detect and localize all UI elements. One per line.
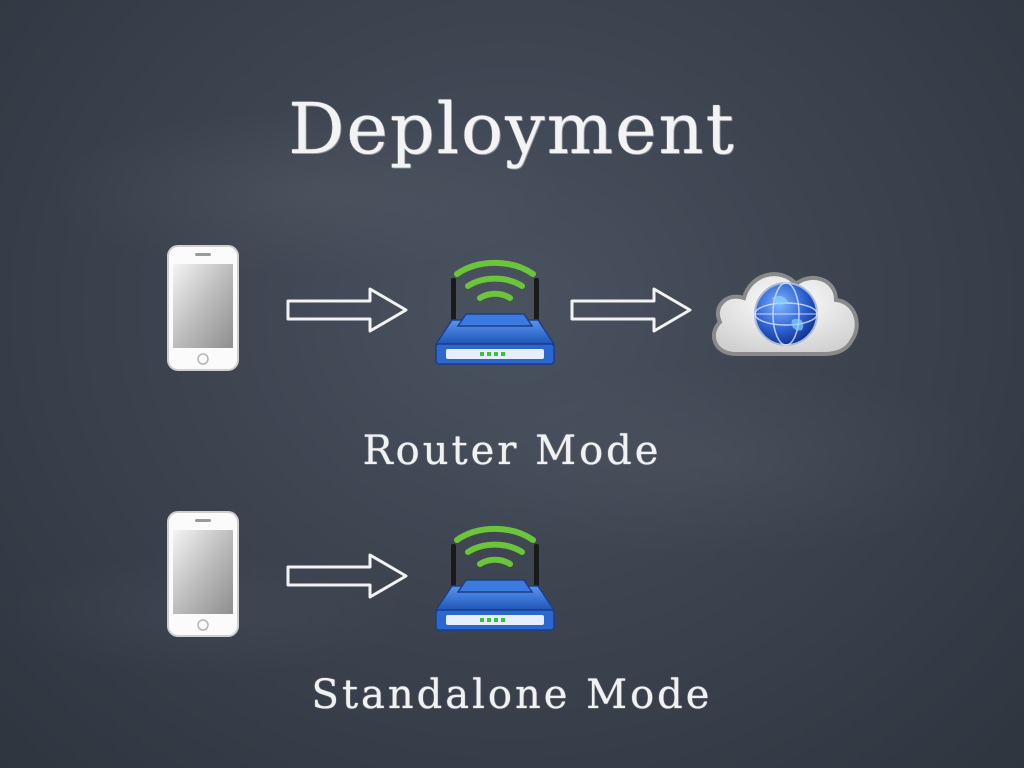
wifi-router-icon	[430, 512, 560, 638]
slide-title: Deployment	[288, 88, 736, 170]
right-arrow-icon	[284, 284, 412, 336]
router-mode-label: Router Mode	[362, 428, 662, 474]
right-arrow-icon	[284, 550, 412, 602]
standalone-mode-label: Standalone Mode	[311, 672, 713, 718]
smartphone-icon	[166, 244, 240, 372]
cloud-globe-icon	[706, 256, 864, 362]
smartphone-icon	[166, 510, 240, 638]
wifi-router-icon	[430, 246, 560, 372]
right-arrow-icon	[568, 284, 696, 336]
